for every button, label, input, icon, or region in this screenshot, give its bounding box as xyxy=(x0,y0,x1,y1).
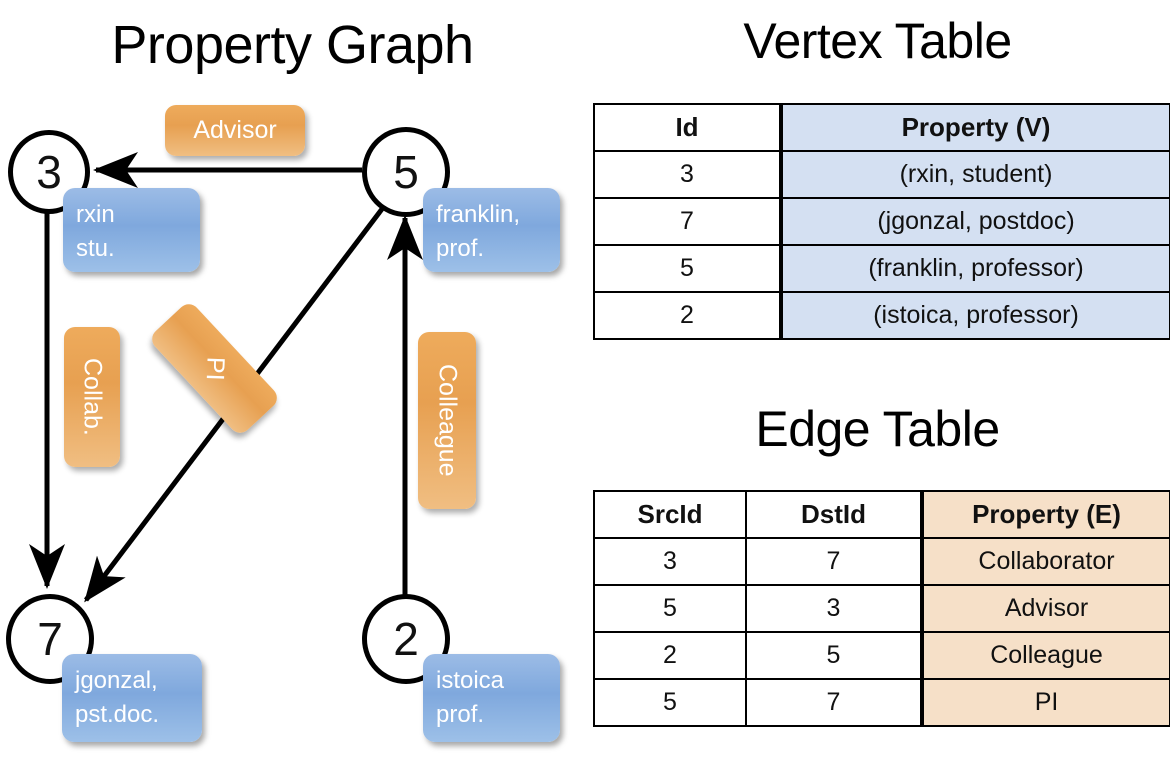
page-title-property-graph: Property Graph xyxy=(111,15,474,75)
edge-label-collab: Collab. xyxy=(64,327,120,467)
table-row: 2 (istoica, professor) xyxy=(593,291,1170,340)
edge-row-3-src: 5 xyxy=(593,678,747,727)
graph-node-3-label: 3 xyxy=(36,146,62,198)
edge-label-colleague-text: Colleague xyxy=(433,364,462,477)
node-property-box-2-line2: prof. xyxy=(436,701,485,729)
vertex-row-3-property: (istoica, professor) xyxy=(779,291,1170,340)
node-property-box-2-line1: istoica xyxy=(436,667,505,694)
edge-label-pi-text: PI xyxy=(200,356,230,381)
node-property-box-7: jgonzal, pst.doc. xyxy=(62,654,202,742)
table-row: 2 5 Colleague xyxy=(593,631,1170,680)
edge-row-3-property: PI xyxy=(920,678,1170,727)
node-property-box-5-line2: prof. xyxy=(436,235,485,263)
table-row: 3 (rxin, student) xyxy=(593,150,1170,199)
vertex-table: Id Property (V) 3 (rxin, student) 7 (jgo… xyxy=(593,103,1170,340)
table-header-row: Id Property (V) xyxy=(593,103,1170,152)
node-property-box-2: istoica prof. xyxy=(423,654,560,742)
property-graph-diagram: Advisor Collab. PI Colleague 3 5 7 2 rxi… xyxy=(6,105,560,742)
edge-row-0-property: Collaborator xyxy=(920,537,1170,586)
table-header-row: SrcId DstId Property (E) xyxy=(593,490,1170,539)
edge-row-0-dst: 7 xyxy=(745,537,923,586)
table-row: 7 (jgonzal, postdoc) xyxy=(593,197,1170,246)
vertex-table-header-id: Id xyxy=(593,103,782,152)
vertex-row-2-id: 5 xyxy=(593,244,782,293)
vertex-row-3-id: 2 xyxy=(593,291,782,340)
vertex-row-1-id: 7 xyxy=(593,197,782,246)
edge-row-1-dst: 3 xyxy=(745,584,923,633)
graph-node-2-label: 2 xyxy=(393,613,419,665)
edge-row-2-property: Colleague xyxy=(920,631,1170,680)
table-row: 3 7 Collaborator xyxy=(593,537,1170,586)
node-property-box-7-line1: jgonzal, xyxy=(75,667,158,694)
graph-node-5-label: 5 xyxy=(393,146,419,198)
graph-node-2[interactable]: 2 xyxy=(362,594,450,684)
edge-row-2-dst: 5 xyxy=(745,631,923,680)
table-row: 5 7 PI xyxy=(593,678,1170,727)
edge-row-3-dst: 7 xyxy=(745,678,923,727)
edge-table-header-property: Property (E) xyxy=(920,490,1170,539)
graph-node-7-label: 7 xyxy=(37,613,63,665)
graph-node-5[interactable]: 5 xyxy=(362,127,450,217)
edge-table-header-srcid: SrcId xyxy=(593,490,747,539)
node-property-box-5-line1: franklin, xyxy=(436,201,521,228)
edge-label-advisor: Advisor xyxy=(165,105,305,156)
edge-label-advisor-text: Advisor xyxy=(193,116,277,144)
edge-row-0-src: 3 xyxy=(593,537,747,586)
table-row: 5 3 Advisor xyxy=(593,584,1170,633)
vertex-table-header-property: Property (V) xyxy=(779,103,1170,152)
node-property-box-7-line2: pst.doc. xyxy=(75,701,160,729)
vertex-row-0-id: 3 xyxy=(593,150,782,199)
vertex-row-0-property: (rxin, student) xyxy=(779,150,1170,199)
edge-label-collab-text: Collab. xyxy=(78,358,107,436)
edge-row-2-src: 2 xyxy=(593,631,747,680)
node-property-box-3-line1: rxin xyxy=(76,201,115,228)
node-property-box-5: franklin, prof. xyxy=(423,188,560,272)
edge-table-header-dstid: DstId xyxy=(745,490,923,539)
node-property-box-3: rxin stu. xyxy=(63,188,200,272)
vertex-row-1-property: (jgonzal, postdoc) xyxy=(779,197,1170,246)
table-row: 5 (franklin, professor) xyxy=(593,244,1170,293)
page-title-vertex-table: Vertex Table xyxy=(743,13,1012,69)
edge-table: SrcId DstId Property (E) 3 7 Collaborato… xyxy=(593,490,1170,727)
edge-label-colleague: Colleague xyxy=(418,332,476,509)
vertex-row-2-property: (franklin, professor) xyxy=(779,244,1170,293)
edge-row-1-property: Advisor xyxy=(920,584,1170,633)
node-property-box-3-line2: stu. xyxy=(76,235,115,263)
page-title-edge-table: Edge Table xyxy=(755,401,1000,457)
edge-row-1-src: 5 xyxy=(593,584,747,633)
